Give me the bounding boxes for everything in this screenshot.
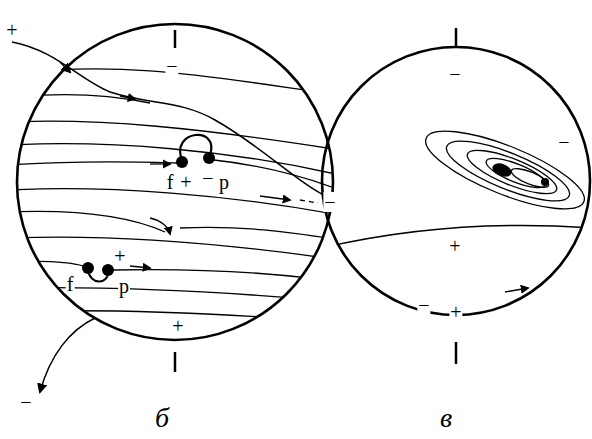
polarity-label: − (19, 392, 32, 412)
field-lines (10, 69, 340, 322)
polarity-label: f (66, 274, 75, 294)
polarity-label: + (449, 302, 462, 322)
polarity-label: − (165, 56, 178, 76)
polarity-label: + (171, 316, 184, 336)
panel-letter: б (154, 404, 170, 432)
polarity-label: f (166, 172, 175, 192)
polarity-label: − (201, 168, 214, 188)
polarity-label: p (218, 172, 230, 192)
polarity-label: − (448, 64, 461, 84)
polarity-label: − (557, 132, 570, 152)
polarity-label: − (323, 192, 336, 212)
polarity-label: + (5, 20, 18, 40)
field-loops (322, 116, 592, 248)
panel-letter: в (439, 404, 453, 432)
polarity-label: + (179, 172, 192, 192)
polarity-label: − (417, 295, 430, 315)
polarity-label: + (113, 246, 126, 266)
polarity-label: p (118, 276, 130, 296)
polarity-label: + (448, 236, 461, 256)
